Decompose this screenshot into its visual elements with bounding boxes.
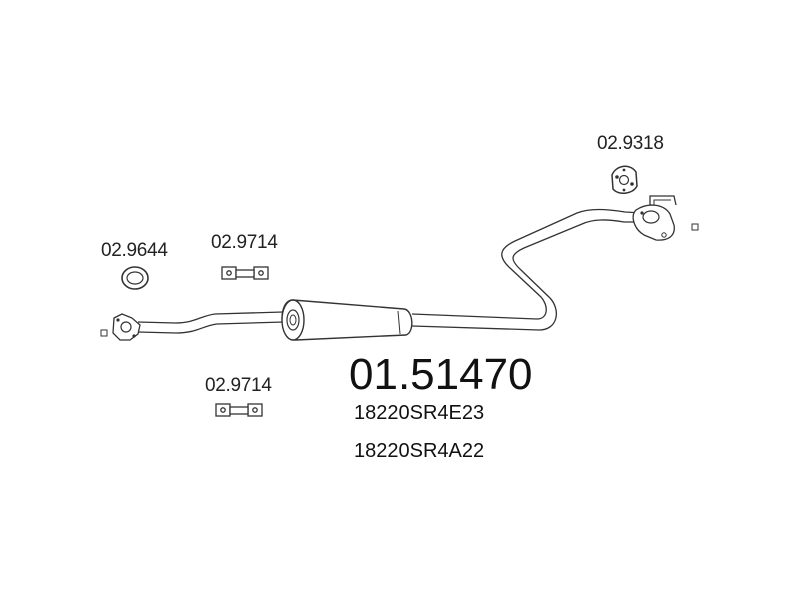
gasket-ring-part-number: 02.9644 [101, 240, 168, 261]
inlet-arrow-marker [100, 329, 108, 337]
main-part-number: 01.51470 [349, 350, 533, 399]
inlet-pipe [137, 311, 285, 334]
rubber-hanger-lower-part-number: 02.9714 [205, 375, 272, 396]
flange-gasket-part-number: 02.9318 [597, 133, 664, 154]
rubber-hanger-upper-icon [221, 266, 269, 280]
oe-number-1: 18220SR4E23 [354, 402, 485, 424]
rubber-hanger-upper-part-number: 02.9714 [211, 232, 278, 253]
outlet-flange [632, 195, 677, 241]
oe-number-2: 18220SR4A22 [354, 440, 485, 462]
center-silencer [281, 299, 413, 341]
flange-gasket-icon [611, 165, 638, 194]
rubber-hanger-lower-icon [215, 403, 263, 417]
inlet-flange [112, 313, 141, 341]
gasket-ring-icon [121, 266, 149, 290]
outlet-pipe [411, 208, 643, 331]
outlet-arrow-marker [691, 223, 699, 231]
